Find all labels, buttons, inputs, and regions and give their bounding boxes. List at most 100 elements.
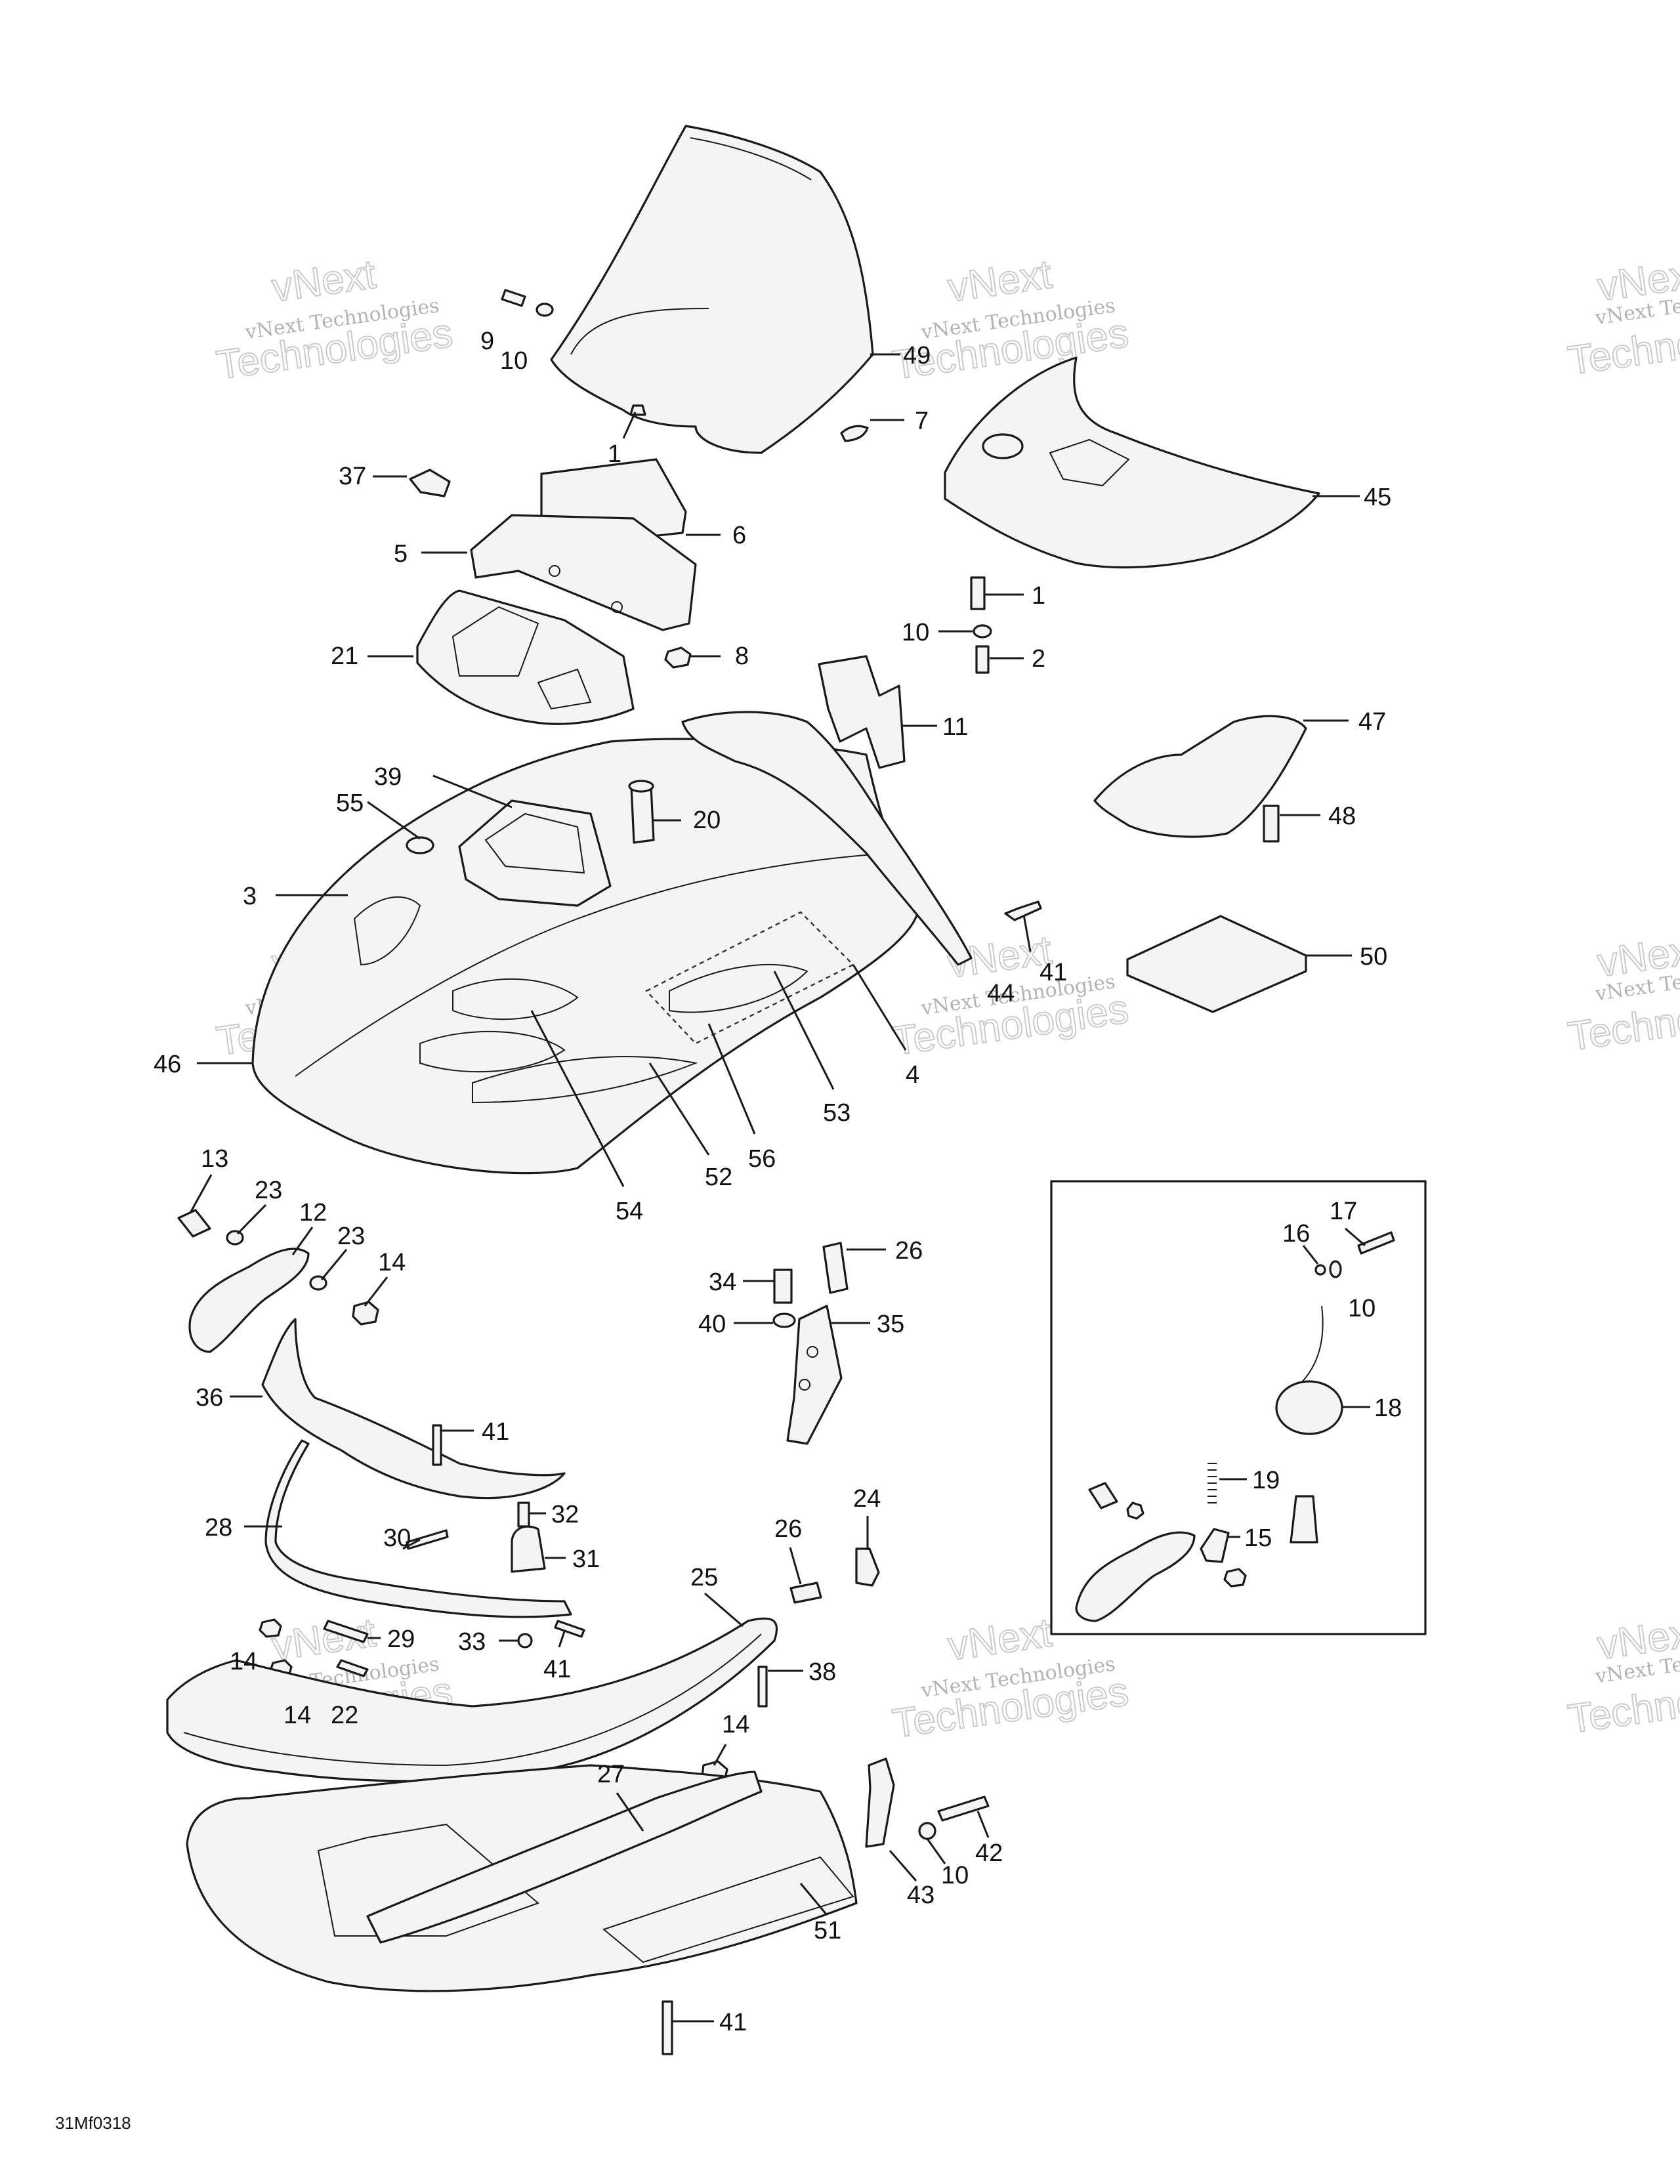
inset-star-washer (1126, 1502, 1144, 1520)
leader-27 (616, 1792, 644, 1832)
nut-8 (664, 646, 692, 669)
bracket-31 (511, 1525, 546, 1573)
plate-29 (323, 1620, 369, 1643)
watermark-top-right: vNext vNext Technologies Technologies (1564, 250, 1680, 385)
callout-3: 3 (243, 883, 257, 910)
callout-41: 41 (482, 1418, 509, 1446)
callout-37: 37 (339, 463, 366, 490)
leader-14a (364, 1276, 388, 1307)
inset-nut (1223, 1568, 1247, 1587)
watermark-top-left: vNext vNext Technologies Technologies (213, 251, 456, 388)
bracket-43 (865, 1757, 895, 1848)
callout-56: 56 (748, 1145, 776, 1173)
callout-17: 17 (1330, 1198, 1357, 1225)
callout-1: 1 (1032, 582, 1045, 610)
console-45 (944, 356, 1320, 569)
watermark-top-center: vNext vNext Technologies Technologies (889, 251, 1132, 388)
bolt-32 (517, 1502, 530, 1528)
callout-4: 4 (906, 1061, 919, 1089)
callout-14: 14 (284, 1702, 311, 1729)
callout-14: 14 (378, 1249, 406, 1276)
callout-23: 23 (255, 1177, 282, 1204)
callout-52: 52 (705, 1164, 732, 1191)
housing-5 (470, 514, 697, 631)
callout-20: 20 (693, 807, 721, 834)
callout-40: 40 (698, 1311, 726, 1338)
bellypan-51-panel (317, 1823, 539, 1937)
bumper-25-edge (183, 1633, 762, 1767)
callout-31: 31 (572, 1545, 600, 1573)
leader-51 (799, 1883, 828, 1916)
callout-41: 41 (1040, 959, 1067, 986)
leader-4 (852, 964, 907, 1051)
bracket-15 (1200, 1528, 1230, 1563)
inset-bracket (1290, 1495, 1318, 1544)
bolt-26-upper (822, 1242, 849, 1294)
callout-53: 53 (823, 1099, 850, 1127)
bumper-28 (264, 1439, 572, 1618)
spring-19 (1208, 1463, 1217, 1503)
watermark-big-a: vNext (945, 1610, 1055, 1669)
washer-10-bottom (918, 1822, 936, 1840)
leader-23a (236, 1204, 267, 1235)
hood-hole-55 (406, 836, 434, 854)
watermark-big-a: vNext (945, 251, 1055, 310)
callout-26: 26 (895, 1237, 923, 1265)
rivet-30 (406, 1529, 449, 1550)
callout-7: 7 (915, 408, 929, 435)
callout-55: 55 (336, 789, 364, 817)
callout-26: 26 (774, 1515, 802, 1543)
callout-41: 41 (543, 1656, 571, 1683)
nut-33 (517, 1633, 533, 1648)
hood-46-ridge (295, 852, 893, 1077)
screw-1-top (629, 404, 646, 416)
callout-50: 50 (1360, 943, 1387, 971)
leader-25 (704, 1592, 744, 1628)
leader-16 (1302, 1245, 1319, 1265)
callout-39: 39 (374, 763, 402, 791)
callout-15: 15 (1244, 1524, 1272, 1552)
watermark-low-right: vNext vNext Technologies Technologies (1564, 1608, 1680, 1743)
washer-10-inset (1329, 1260, 1342, 1278)
screw-48 (1263, 805, 1280, 843)
leader-13 (189, 1174, 213, 1213)
leader-55 (367, 801, 421, 840)
leader-56 (707, 1023, 756, 1135)
console-45-knob (982, 433, 1024, 459)
bezel-21-window (452, 606, 539, 677)
callout-1: 1 (608, 440, 621, 468)
leader-17 (1345, 1227, 1366, 1247)
hood-46-vent (472, 1056, 698, 1104)
callout-6: 6 (732, 522, 746, 549)
callout-10: 10 (902, 619, 929, 646)
callout-2: 2 (1032, 645, 1045, 673)
callout-22: 22 (331, 1702, 358, 1729)
watermark-low-center: vNext vNext Technologies Technologies (889, 1609, 1132, 1747)
rivet-41-guard (432, 1424, 442, 1466)
callout-51: 51 (814, 1917, 841, 1944)
callout-49: 49 (903, 342, 931, 369)
rivet-38 (757, 1666, 768, 1708)
screw-1-lower (970, 576, 986, 610)
bracket-11 (818, 655, 906, 769)
bumper-25 (166, 1617, 778, 1782)
hood-46-vent (353, 896, 421, 966)
leader-39 (432, 774, 513, 808)
leader-23b (320, 1249, 348, 1280)
hood-46-vent (419, 1030, 566, 1073)
callout-18: 18 (1374, 1395, 1402, 1422)
leader-1-top (622, 411, 637, 439)
callout-34: 34 (709, 1269, 736, 1296)
screw-9 (501, 289, 526, 307)
washer-40 (772, 1312, 796, 1328)
callout-23: 23 (337, 1223, 365, 1250)
deflector-47 (1093, 715, 1307, 838)
tube-20 (630, 785, 655, 844)
console-45-opening (1049, 438, 1130, 487)
callout-42: 42 (975, 1839, 1003, 1867)
clip-37 (409, 469, 451, 497)
leader-53 (773, 971, 835, 1090)
leader-12 (291, 1227, 314, 1255)
housing-5-hole (549, 565, 560, 577)
